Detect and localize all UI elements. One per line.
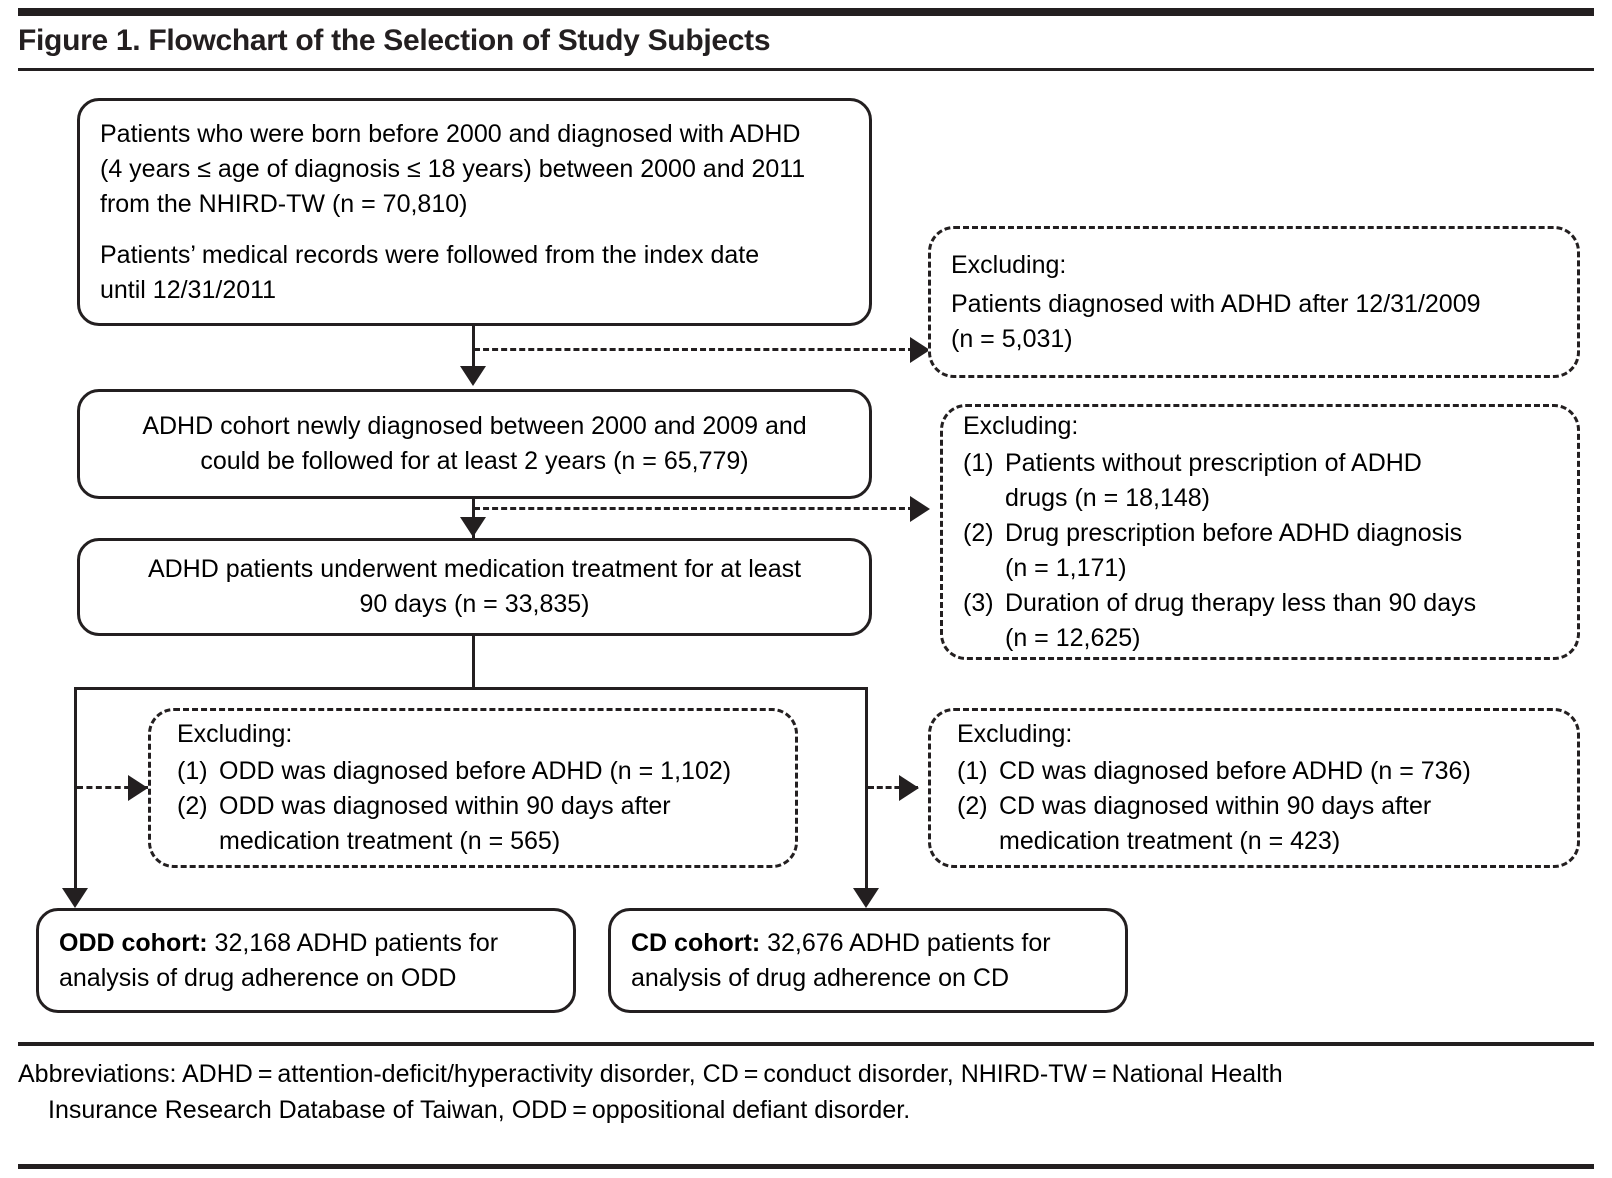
exclusion-2-item-2-line-2: (n = 12,625)	[1005, 623, 1141, 652]
arrow-to-exclusion-1-icon	[910, 337, 930, 363]
exclusion-odd-item-0-num: (1)	[177, 757, 208, 785]
exclusion-2-item-0-line-1: Patients without prescription of ADHD	[1005, 448, 1422, 477]
abbreviations-line-2: Insurance Research Database of Taiwan, O…	[48, 1096, 911, 1125]
cohort-line-1: ADHD cohort newly diagnosed between 2000…	[142, 412, 807, 440]
exclusion-2-item-0-line-2: drugs (n = 18,148)	[1005, 483, 1210, 512]
arrow-to-exclusion-odd-icon	[128, 775, 148, 801]
source-line-5: until 12/31/2011	[100, 275, 277, 304]
connector-left-branch	[74, 687, 77, 895]
arrow-right-to-cd-cohort-icon	[853, 888, 879, 908]
list-item: (3) Duration of drug therapy less than 9…	[963, 586, 1557, 656]
odd-cohort-label: ODD cohort:	[59, 928, 208, 957]
box-odd-cohort: ODD cohort: 32,168 ADHD patients for ana…	[36, 908, 576, 1013]
connector-right-branch	[865, 687, 868, 895]
connector-split-bar	[74, 687, 868, 690]
exclusion-odd-item-1-line-1: ODD was diagnosed within 90 days after	[219, 792, 671, 820]
exclusion-1-line-2: (n = 5,031)	[951, 324, 1073, 353]
exclusion-cd-list: (1) CD was diagnosed before ADHD (n = 73…	[957, 754, 1557, 859]
abbreviations-line-1: Abbreviations: ADHD = attention-deficit/…	[18, 1060, 1283, 1088]
exclusion-1-line-1: Patients diagnosed with ADHD after 12/31…	[951, 289, 1481, 318]
exclusion-2-item-2-num: (3)	[963, 588, 994, 617]
abbreviations-note: Abbreviations: ADHD = attention-deficit/…	[18, 1056, 1538, 1129]
source-line-1: Patients who were born before 2000 and d…	[100, 119, 801, 148]
box-exclusion-odd: Excluding: (1) ODD was diagnosed before …	[148, 708, 798, 868]
odd-cohort-line-1-rest: 32,168 ADHD patients for	[207, 928, 499, 957]
top-rule	[18, 8, 1594, 16]
exclusion-odd-item-1-line-2: medication treatment (n = 565)	[219, 827, 561, 855]
source-line-2: (4 years ≤ age of diagnosis ≤ 18 years) …	[100, 154, 806, 183]
arrow-left-to-odd-cohort-icon	[62, 888, 88, 908]
footer-rule-top	[18, 1042, 1594, 1046]
odd-cohort-line-2: analysis of drug adherence on ODD	[59, 963, 457, 992]
exclusion-cd-item-0-num: (1)	[957, 757, 988, 785]
figure-title: Figure 1. Flowchart of the Selection of …	[18, 24, 771, 57]
list-item: (2) ODD was diagnosed within 90 days aft…	[177, 789, 775, 859]
box-source-population: Patients who were born before 2000 and d…	[77, 98, 872, 326]
footer-rule-bottom	[18, 1164, 1594, 1169]
exclusion-2-item-2-line-1: Duration of drug therapy less than 90 da…	[1005, 588, 1477, 617]
exclusion-2-item-0-num: (1)	[963, 448, 994, 477]
cd-cohort-line-1-rest: 32,676 ADHD patients for	[760, 928, 1051, 957]
exclusion-2-list: (1) Patients without prescription of ADH…	[963, 446, 1557, 656]
exclusion-2-item-1-num: (2)	[963, 518, 994, 547]
branch-dashed-to-exclusion-cd	[868, 786, 918, 789]
connector-medication-stem	[472, 636, 475, 690]
exclusion-odd-heading: Excluding:	[177, 720, 293, 748]
branch-dashed-to-exclusion-1	[474, 348, 914, 351]
exclusion-cd-item-0-line-1: CD was diagnosed before ADHD (n = 736)	[999, 757, 1471, 785]
exclusion-cd-heading: Excluding:	[957, 720, 1073, 748]
connector-source-to-cohort	[472, 326, 475, 370]
box-cohort-2000-2009: ADHD cohort newly diagnosed between 2000…	[77, 389, 872, 499]
source-line-3: from the NHIRD-TW (n = 70,810)	[100, 189, 468, 218]
arrow-to-exclusion-cd-icon	[899, 775, 919, 801]
cd-cohort-line-2: analysis of drug adherence on CD	[631, 963, 1010, 992]
cohort-line-2: could be followed for at least 2 years (…	[200, 447, 749, 475]
exclusion-1-heading: Excluding:	[951, 250, 1067, 279]
medication-line-1: ADHD patients underwent medication treat…	[147, 555, 802, 583]
box-exclusion-1: Excluding: Patients diagnosed with ADHD …	[928, 226, 1580, 378]
exclusion-odd-item-1-num: (2)	[177, 792, 208, 820]
branch-dashed-to-exclusion-2	[474, 507, 914, 510]
exclusion-2-item-1-line-1: Drug prescription before ADHD diagnosis	[1005, 518, 1463, 547]
list-item: (2) CD was diagnosed within 90 days afte…	[957, 789, 1557, 859]
exclusion-cd-item-1-line-2: medication treatment (n = 423)	[999, 827, 1341, 855]
box-cd-cohort: CD cohort: 32,676 ADHD patients for anal…	[608, 908, 1128, 1013]
title-rule	[18, 68, 1594, 71]
branch-dashed-to-exclusion-odd	[77, 786, 149, 789]
arrow-cohort-to-medication-icon	[460, 517, 486, 537]
exclusion-2-item-1-line-2: (n = 1,171)	[1005, 553, 1127, 582]
list-item: (1) Patients without prescription of ADH…	[963, 446, 1557, 516]
box-medication-90-days: ADHD patients underwent medication treat…	[77, 538, 872, 636]
list-item: (1) ODD was diagnosed before ADHD (n = 1…	[177, 754, 775, 789]
cd-cohort-label: CD cohort:	[631, 928, 761, 957]
source-line-4: Patients’ medical records were followed …	[100, 240, 760, 269]
box-exclusion-2: Excluding: (1) Patients without prescrip…	[940, 404, 1580, 660]
list-item: (2) Drug prescription before ADHD diagno…	[963, 516, 1557, 586]
exclusion-2-heading: Excluding:	[963, 411, 1079, 440]
box-exclusion-cd: Excluding: (1) CD was diagnosed before A…	[928, 708, 1580, 868]
exclusion-cd-item-1-line-1: CD was diagnosed within 90 days after	[999, 792, 1432, 820]
arrow-to-exclusion-2-icon	[910, 496, 930, 522]
exclusion-cd-item-1-num: (2)	[957, 792, 988, 820]
arrow-source-to-cohort-icon	[460, 366, 486, 386]
exclusion-odd-list: (1) ODD was diagnosed before ADHD (n = 1…	[177, 754, 775, 859]
list-item: (1) CD was diagnosed before ADHD (n = 73…	[957, 754, 1557, 789]
medication-line-2: 90 days (n = 33,835)	[359, 590, 590, 618]
exclusion-odd-item-0-line-1: ODD was diagnosed before ADHD (n = 1,102…	[219, 757, 732, 785]
